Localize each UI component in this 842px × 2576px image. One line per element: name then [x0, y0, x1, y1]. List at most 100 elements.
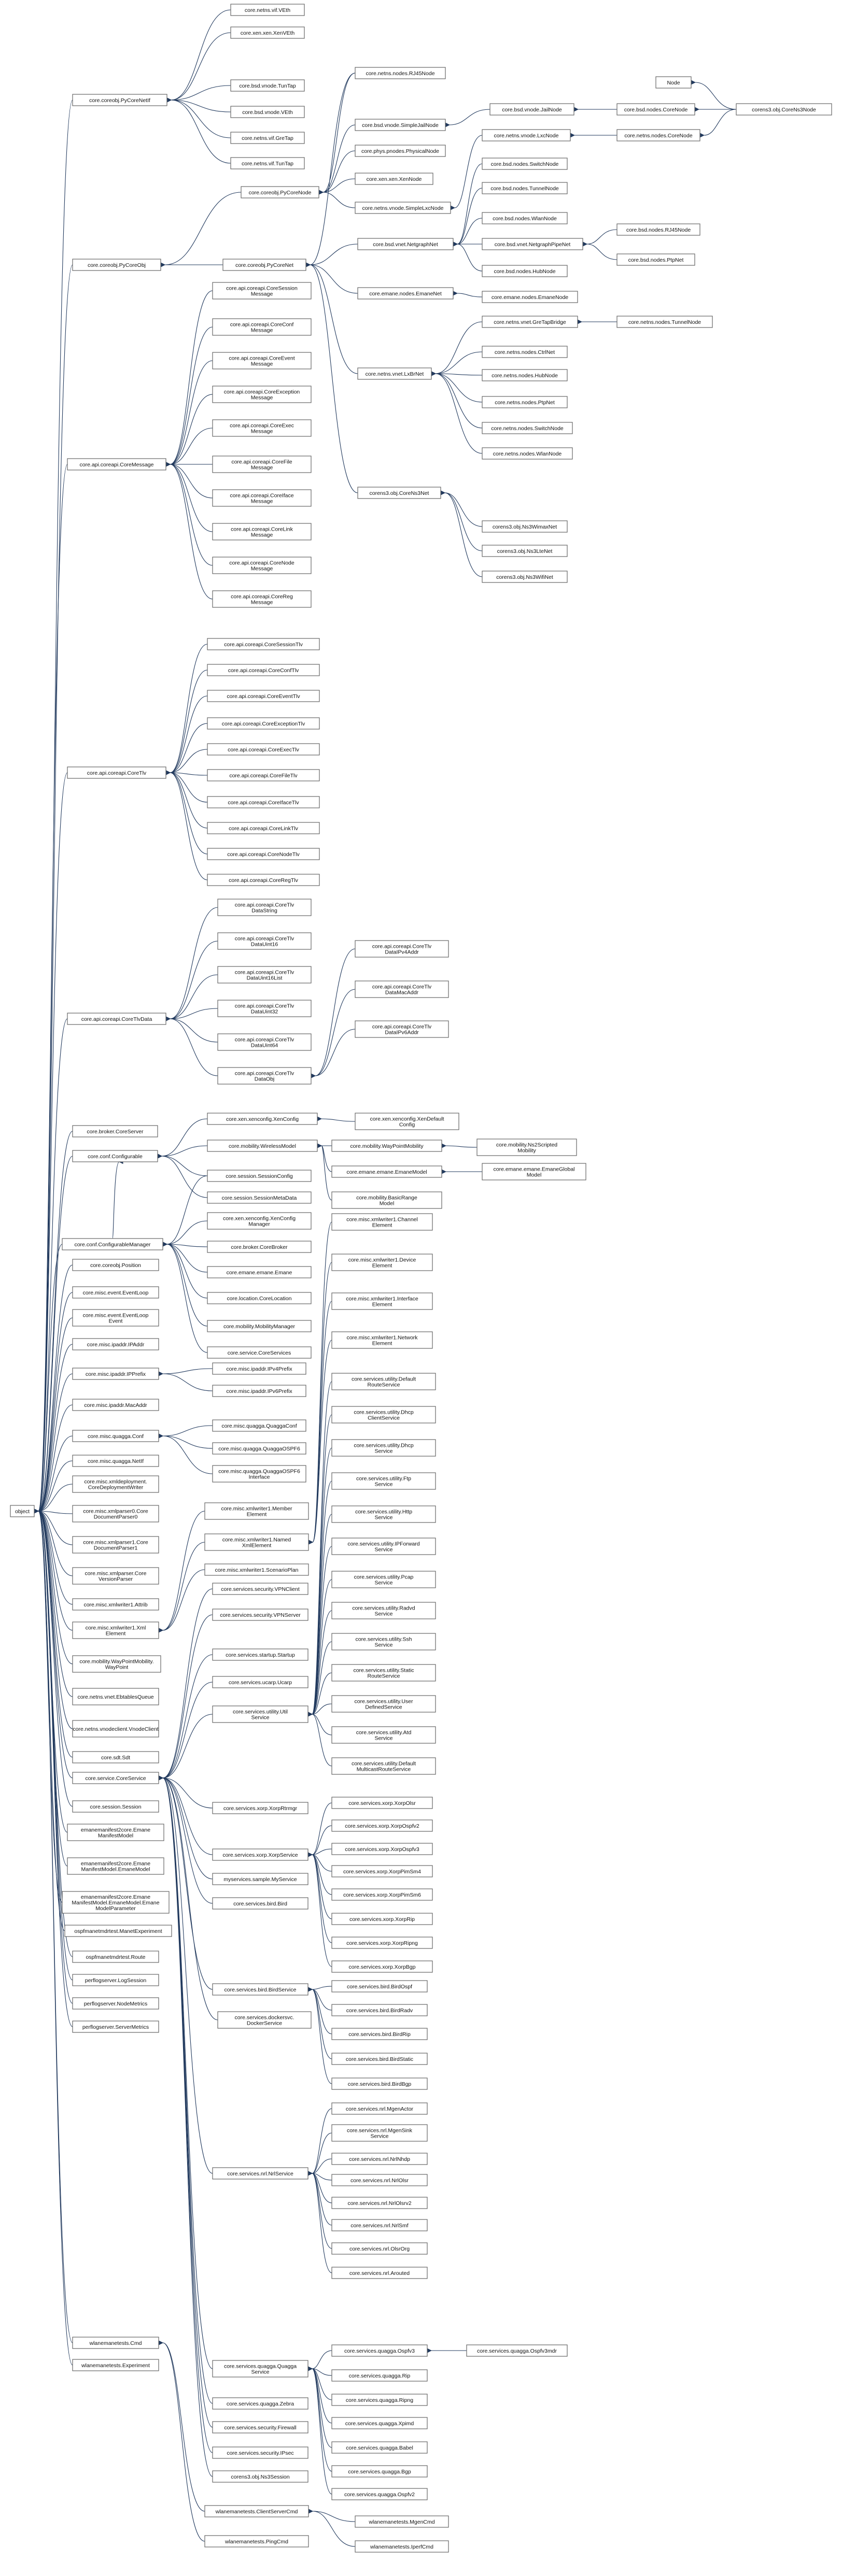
class-node-bsdtunnel[interactable]: core.bsd.nodes.TunnelNode — [482, 182, 568, 194]
class-node-logsession[interactable]: perflogserver.LogSession — [72, 1974, 159, 1986]
class-node-birdservice[interactable]: core.services.bird.BirdService — [212, 1983, 308, 1996]
class-node-sessionconfig[interactable]: core.session.SessionConfig — [207, 1170, 312, 1182]
class-node-mobilitymgr[interactable]: core.mobility.MobilityManager — [207, 1320, 312, 1332]
class-node-tlv_iface[interactable]: core.api.coreapi.CoreIfaceTlv — [207, 796, 320, 808]
class-node-pycorenet[interactable]: core.coreobj.PyCoreNet — [222, 259, 306, 271]
class-node-jailnode[interactable]: core.bsd.vnode.JailNode — [489, 103, 574, 116]
class-node-tlv_session[interactable]: core.api.coreapi.CoreSessionTlv — [207, 638, 320, 650]
class-node-netnscorenode[interactable]: core.netns.nodes.CoreNode — [616, 129, 700, 141]
class-node-hubnode[interactable]: core.netns.nodes.HubNode — [482, 369, 568, 381]
class-node-myservice[interactable]: myservices.sample.MyService — [212, 1873, 308, 1885]
class-node-nodemetrics[interactable]: perflogserver.NodeMetrics — [72, 1997, 159, 2010]
class-node-ipv6prefix[interactable]: core.misc.ipaddr.IPv6Prefix — [212, 1385, 306, 1397]
class-node-tunnelnode[interactable]: core.netns.nodes.TunnelNode — [616, 316, 713, 328]
class-node-olsrorg[interactable]: core.services.nrl.OlsrOrg — [331, 2242, 428, 2255]
class-node-birdstatic[interactable]: core.services.bird.BirdStatic — [331, 2053, 428, 2065]
class-node-tlv_reg[interactable]: core.api.coreapi.CoreRegTlv — [207, 874, 320, 886]
class-node-wlanemaneexp[interactable]: wlanemanetests.Experiment — [72, 2359, 159, 2371]
class-node-emanemanifestmodel[interactable]: emanemanifest2core.EmaneManifestModel.Em… — [67, 1857, 164, 1875]
class-node-ospfv2[interactable]: core.services.quagga.Ospfv2 — [331, 2488, 428, 2500]
class-node-nrlservice[interactable]: core.services.nrl.NrlService — [212, 2167, 308, 2180]
class-node-ptpnet[interactable]: core.netns.nodes.PtpNet — [482, 396, 568, 408]
class-node-coremessage[interactable]: core.api.coreapi.CoreMessage — [67, 458, 166, 471]
class-node-qqconf[interactable]: core.misc.quagga.QuaggaConf — [212, 1419, 306, 1432]
class-node-ns3session[interactable]: corens3.obj.Ns3Session — [212, 2470, 308, 2483]
class-node-ns3wifi[interactable]: corens3.obj.Ns3WifiNet — [482, 571, 568, 583]
class-node-qospf6[interactable]: core.misc.quagga.QuaggaOSPF6 — [212, 1442, 306, 1455]
class-node-bsdrj45[interactable]: core.bsd.nodes.RJ45Node — [616, 223, 700, 236]
class-node-xmlattrib[interactable]: core.misc.xmlwriter1.Attrib — [72, 1598, 159, 1611]
class-node-bsdptp[interactable]: core.bsd.nodes.PtpNet — [616, 253, 695, 266]
class-node-smf[interactable]: core.services.nrl.NrlSmf — [331, 2219, 428, 2231]
class-node-xenveth[interactable]: core.xen.xen.XenVEth — [230, 26, 305, 39]
class-node-startup[interactable]: core.services.startup.Startup — [212, 1648, 308, 1661]
class-node-ctrlnet[interactable]: core.netns.nodes.CtrlNet — [482, 346, 568, 358]
class-node-coreserver[interactable]: core.broker.CoreServer — [72, 1125, 158, 1137]
class-node-corens3net[interactable]: corens3.obj.CoreNs3Net — [357, 487, 441, 499]
class-node-tuntapbsd[interactable]: core.bsd.vnode.TunTap — [230, 79, 305, 92]
class-node-eventloop[interactable]: core.misc.event.EventLoop — [72, 1286, 159, 1299]
class-node-waypointmobility[interactable]: core.mobility.WayPointMobility — [331, 1140, 442, 1152]
class-node-sessionmeta[interactable]: core.session.SessionMetaData — [207, 1191, 312, 1204]
class-node-lxcnode[interactable]: core.netns.vnode.LxcNode — [482, 129, 571, 141]
class-node-vpnserver[interactable]: core.services.security.VPNServer — [212, 1609, 308, 1621]
class-node-coreservice[interactable]: core.service.CoreService — [72, 1772, 159, 1784]
class-node-birdrip[interactable]: core.services.bird.BirdRip — [331, 2028, 428, 2040]
class-node-xenconfig[interactable]: core.xen.xenconfig.XenConfig — [207, 1113, 318, 1125]
class-node-nodeveth[interactable]: core.bsd.vnode.VEth — [230, 106, 305, 118]
class-node-clientservercmd[interactable]: wlanemanetests.ClientServerCmd — [204, 2505, 309, 2517]
class-node-tlv_node[interactable]: core.api.coreapi.CoreNodeTlv — [207, 848, 320, 860]
class-node-rj45node[interactable]: core.netns.nodes.RJ45Node — [355, 67, 446, 79]
class-node-servermetrics[interactable]: perflogserver.ServerMetrics — [72, 2020, 159, 2033]
class-node-ospfv3[interactable]: core.services.quagga.Ospfv3 — [331, 2344, 428, 2357]
class-node-bsdhub[interactable]: core.bsd.nodes.HubNode — [482, 265, 568, 277]
class-node-tlv_exception[interactable]: core.api.coreapi.CoreExceptionTlv — [207, 717, 320, 730]
class-node-netif[interactable]: core.misc.quagga.NetIf — [72, 1455, 159, 1467]
class-node-ipv4prefix[interactable]: core.misc.ipaddr.IPv4Prefix — [212, 1362, 306, 1375]
class-node-corens3[interactable]: corens3.obj.CoreNs3Node — [736, 103, 832, 116]
class-node-xorpservice[interactable]: core.services.xorp.XorpService — [212, 1848, 308, 1861]
class-node-ns3lte[interactable]: corens3.obj.Ns3LteNet — [482, 545, 568, 557]
class-node-vnodeclient[interactable]: core.netns.vnodeclient.VnodeClient — [72, 1720, 159, 1738]
class-node-qripng[interactable]: core.services.quagga.Ripng — [331, 2394, 428, 2406]
class-node-qconf[interactable]: core.misc.quagga.Conf — [72, 1430, 159, 1442]
class-node-xorppimsm6[interactable]: core.services.xorp.XorpPimSm6 — [331, 1888, 433, 1901]
class-node-pycoreobj[interactable]: core.coreobj.PyCoreObj — [72, 259, 161, 271]
class-node-ipsec[interactable]: core.services.security.IPsec — [212, 2446, 308, 2459]
class-node-coreservices[interactable]: core.service.CoreServices — [207, 1346, 312, 1359]
class-node-tuntapvif[interactable]: core.netns.vif.TunTap — [230, 157, 305, 169]
class-node-ospfv3mdr[interactable]: core.services.quagga.Ospfv3mdr — [466, 2344, 568, 2357]
class-node-mgencmd[interactable]: wlanemanetests.MgenCmd — [355, 2515, 449, 2528]
class-node-xorpospfv3[interactable]: core.services.xorp.XorpOspfv3 — [331, 1843, 433, 1855]
class-node-vpnclient[interactable]: core.services.security.VPNClient — [212, 1583, 308, 1595]
class-node-object[interactable]: object — [10, 1505, 35, 1517]
